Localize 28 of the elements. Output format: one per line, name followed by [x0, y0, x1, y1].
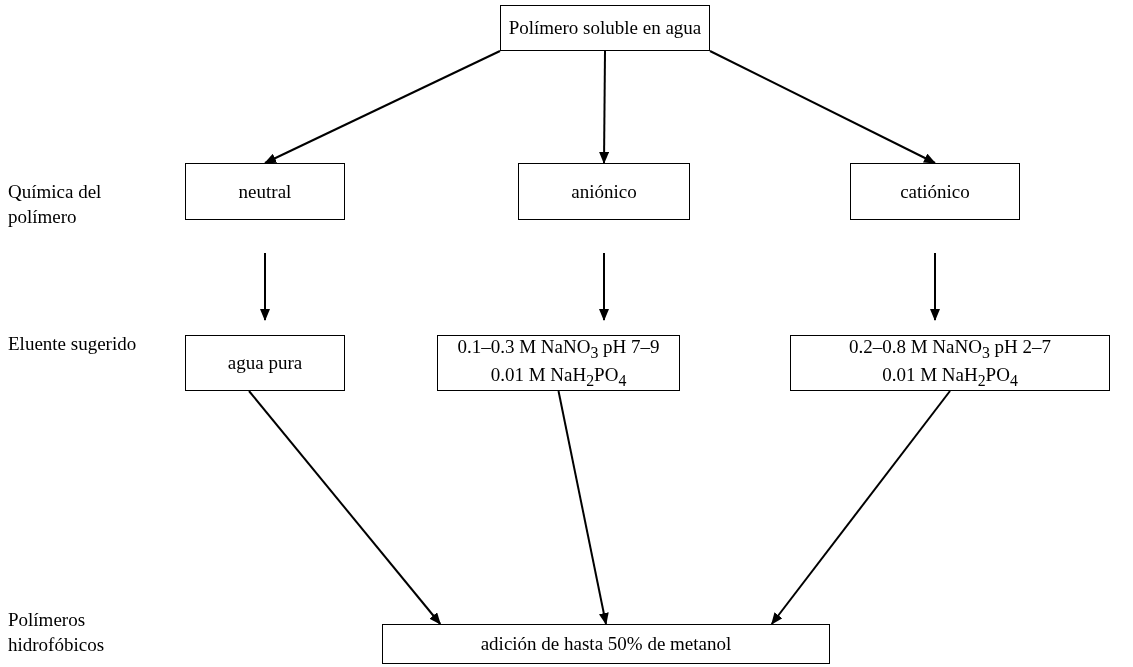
process-box	[382, 624, 830, 664]
box-text: catiónico	[900, 179, 970, 204]
process-box	[437, 335, 680, 391]
box-text: neutral	[238, 179, 292, 204]
process-box	[185, 335, 345, 391]
process-box	[790, 335, 1110, 391]
arrow	[599, 50, 610, 164]
process-box	[185, 163, 345, 220]
arrow	[709, 50, 936, 164]
box-text: adición de hasta 50% de metanol	[480, 632, 732, 656]
box-text: 0.2–0.8 M NaNO$_{3}$ pH 2–7 0.01 M NaH$_{2}$PO$_{4}$	[847, 335, 1053, 391]
process-box	[500, 5, 710, 51]
arrow	[260, 252, 270, 321]
row-label: Química del polímero	[8, 180, 103, 229]
row-label: Eluente sugerido	[8, 332, 138, 356]
arrow	[930, 252, 940, 321]
box-text: agua pura	[227, 351, 303, 375]
box-text: Polímero soluble en agua	[508, 16, 702, 40]
process-box	[850, 163, 1020, 220]
arrow	[557, 390, 609, 625]
arrow	[770, 390, 951, 625]
arrow	[599, 252, 609, 321]
process-box	[518, 163, 690, 220]
arrow	[264, 50, 501, 164]
box-text: aniónico	[571, 179, 637, 204]
box-text: 0.1–0.3 M NaNO$_{3}$ pH 7–9 0.01 M NaH$_{2}$PO$_{4}$	[456, 335, 661, 391]
row-label: Polímeros hidrofóbicos	[8, 608, 106, 657]
arrow	[248, 390, 442, 625]
